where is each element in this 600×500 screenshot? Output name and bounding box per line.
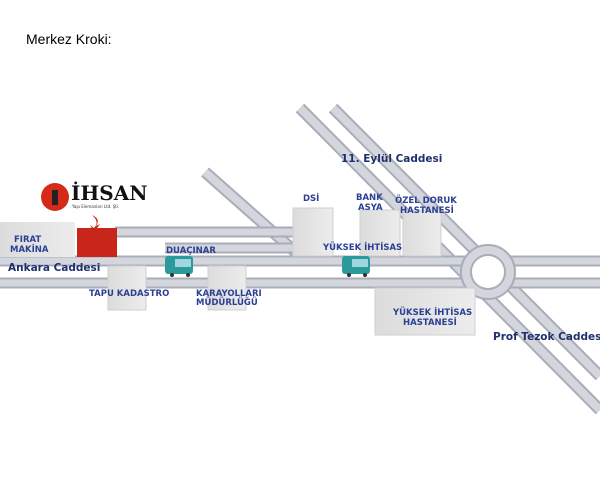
labels: Ankara Caddesi 11. Eylül Caddesi Prof Te… xyxy=(8,153,600,343)
label-tapu-kadastro: TAPU KADASTRO xyxy=(89,289,169,299)
place-label: HASTANESİ xyxy=(403,317,457,328)
building-ihsan xyxy=(77,228,117,257)
buildings xyxy=(0,207,476,336)
place-label: KARAYOLLARI xyxy=(196,289,262,299)
bus-icon-duacinar xyxy=(165,256,193,277)
svg-text:İHSAN: İHSAN xyxy=(71,181,148,205)
place-label: FIRAT xyxy=(14,235,41,245)
stop-yuksek-ihtisas: YÜKSEK İHTİSAS xyxy=(322,242,402,253)
street-11-eylul: 11. Eylül Caddesi xyxy=(341,153,442,165)
building-firat xyxy=(0,222,75,257)
street-ankara: Ankara Caddesi xyxy=(8,262,100,274)
roads xyxy=(0,103,600,415)
stop-duacinar: DUAÇINAR xyxy=(166,246,216,256)
place-label: BANK xyxy=(356,193,383,203)
page-title: Merkez Kroki: xyxy=(26,31,112,47)
label-dsi: DSİ xyxy=(303,193,319,204)
place-label: MAKİNA xyxy=(10,244,49,255)
street-prof-tezok: Prof Tezok Caddesi xyxy=(493,331,600,343)
ihsan-logo: İHSAN Yapı Elemanları Ltd. Şti. xyxy=(41,181,148,232)
place-label: ÖZEL DORUK xyxy=(395,195,457,206)
roundabout xyxy=(460,244,516,300)
bus-icon-yuksek xyxy=(342,256,370,277)
svg-text:Yapı Elemanları Ltd. Şti.: Yapı Elemanları Ltd. Şti. xyxy=(71,204,119,209)
place-label: YÜKSEK İHTİSAS xyxy=(392,307,472,318)
place-label: MÜDÜRLÜĞÜ xyxy=(196,296,258,308)
place-label: ASYA xyxy=(358,203,383,213)
place-label: HASTANESİ xyxy=(400,205,454,216)
arrow-icon xyxy=(90,215,100,232)
